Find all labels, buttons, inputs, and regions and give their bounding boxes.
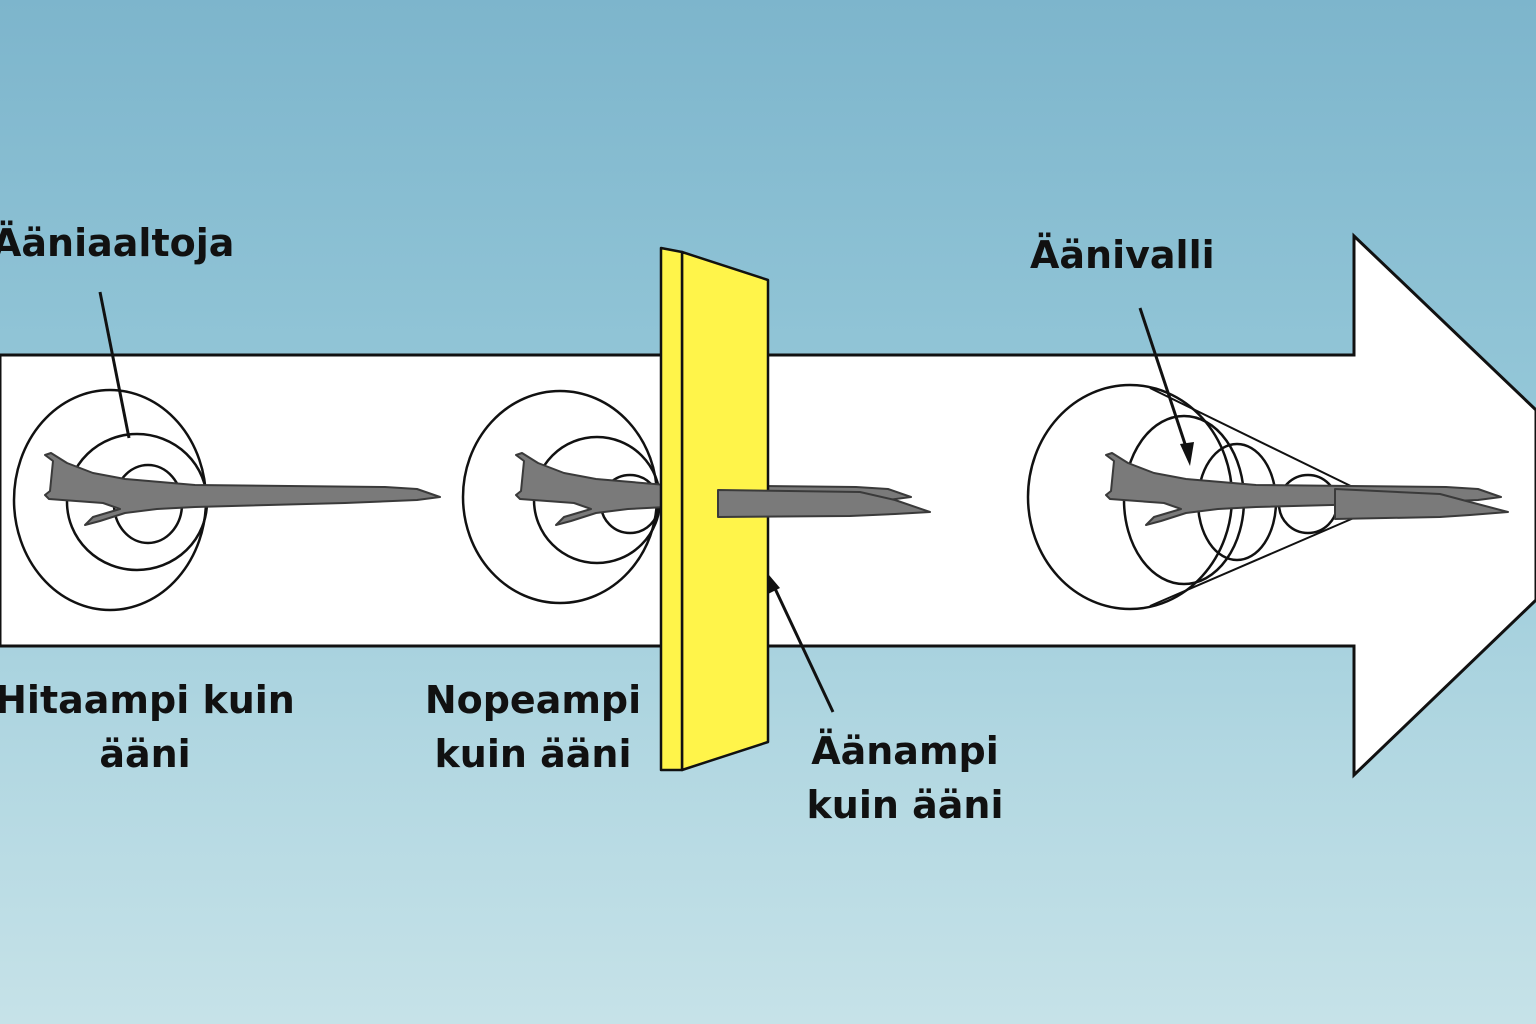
label-sonic-boom: Äänivalli [1030, 233, 1215, 277]
label-slower-than-sound: Hitaampi kuin ääni [0, 673, 300, 781]
label-sound-speed: Äänampi kuin ääni [800, 724, 1010, 832]
label-sound-speed-line1: Äänampi [811, 729, 999, 773]
sound-barrier-panel [659, 246, 931, 772]
label-faster-than-sound: Nopeampi kuin ääni [418, 673, 648, 781]
label-sound-waves: Ääniaaltoja [0, 221, 235, 265]
label-faster-line1: Nopeampi [424, 678, 642, 722]
pointer-sonic-boom [1138, 307, 1189, 451]
pointer-barrier [769, 579, 835, 713]
pointer-sound-waves [98, 291, 131, 439]
label-slower-line1: Hitaampi kuin [0, 678, 295, 722]
label-sound-speed-line2: kuin ääni [806, 783, 1004, 827]
label-slower-line2: ääni [99, 732, 191, 776]
stage-supersonic [1026, 307, 1509, 611]
stage-transonic [461, 389, 912, 605]
stage-subsonic [12, 291, 441, 612]
label-faster-line2: kuin ääni [434, 732, 632, 776]
